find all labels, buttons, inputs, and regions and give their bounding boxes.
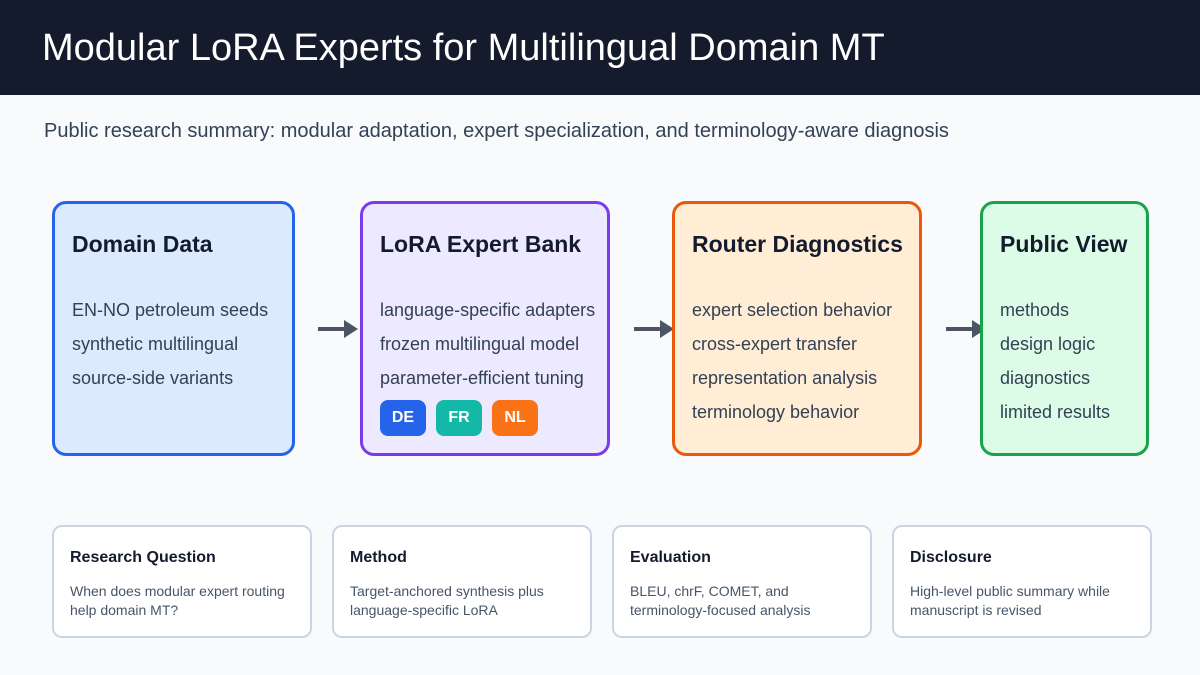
public-view-card: Public View methods design logic diagnos… — [980, 201, 1149, 456]
card-line: source-side variants — [72, 368, 234, 388]
router-diagnostics-card: Router Diagnostics expert selection beha… — [672, 201, 922, 456]
card-line: methods — [1000, 300, 1070, 320]
evaluation-card: Evaluation BLEU, chrF, COMET, and termin… — [612, 525, 872, 638]
language-badge-de: DE — [380, 400, 426, 436]
disclosure-card: Disclosure High-level public summary whi… — [892, 525, 1152, 638]
page-subtitle: Public research summary: modular adaptat… — [44, 120, 949, 142]
card-line: expert selection behavior — [692, 300, 893, 320]
card-title: Router Diagnostics — [692, 231, 903, 257]
card-line: diagnostics — [1000, 368, 1091, 388]
arrow-right-icon — [634, 320, 674, 338]
domain-data-card: Domain Data EN-NO petroleum seeds synthe… — [52, 201, 295, 456]
arrow-right-icon — [318, 320, 358, 338]
card-line: synthetic multilingual — [72, 334, 239, 354]
info-title: Disclosure — [910, 549, 992, 566]
method-card: Method Target-anchored synthesis plus la… — [332, 525, 592, 638]
info-text: BLEU, chrF, COMET, and terminology-focus… — [630, 583, 811, 618]
research-question-card: Research Question When does modular expe… — [52, 525, 312, 638]
arrow-right-icon — [946, 320, 986, 338]
card-line: representation analysis — [692, 368, 878, 388]
card-title: Public View — [1000, 231, 1128, 257]
card-title: LoRA Expert Bank — [380, 231, 582, 257]
card-line: design logic — [1000, 334, 1096, 354]
header-bar: Modular LoRA Experts for Multilingual Do… — [0, 0, 1200, 95]
card-title: Domain Data — [72, 231, 213, 257]
info-text: Target-anchored synthesis plus language-… — [350, 583, 544, 618]
lora-expert-bank-card: LoRA Expert Bank language-specific adapt… — [360, 201, 610, 456]
language-badge-nl: NL — [492, 400, 538, 436]
info-title: Evaluation — [630, 549, 711, 566]
card-line: EN-NO petroleum seeds — [72, 300, 269, 320]
card-line: frozen multilingual model — [380, 334, 580, 354]
card-line: language-specific adapters — [380, 300, 596, 320]
card-line: terminology behavior — [692, 402, 860, 422]
info-title: Research Question — [70, 549, 216, 566]
info-text: High-level public summary while manuscri… — [910, 583, 1110, 618]
page-title: Modular LoRA Experts for Multilingual Do… — [42, 27, 885, 69]
info-text: When does modular expert routing help do… — [70, 583, 285, 618]
card-line: limited results — [1000, 402, 1111, 422]
language-badge-fr: FR — [436, 400, 482, 436]
card-line: parameter-efficient tuning — [380, 368, 584, 388]
info-title: Method — [350, 549, 407, 566]
card-line: cross-expert transfer — [692, 334, 858, 354]
